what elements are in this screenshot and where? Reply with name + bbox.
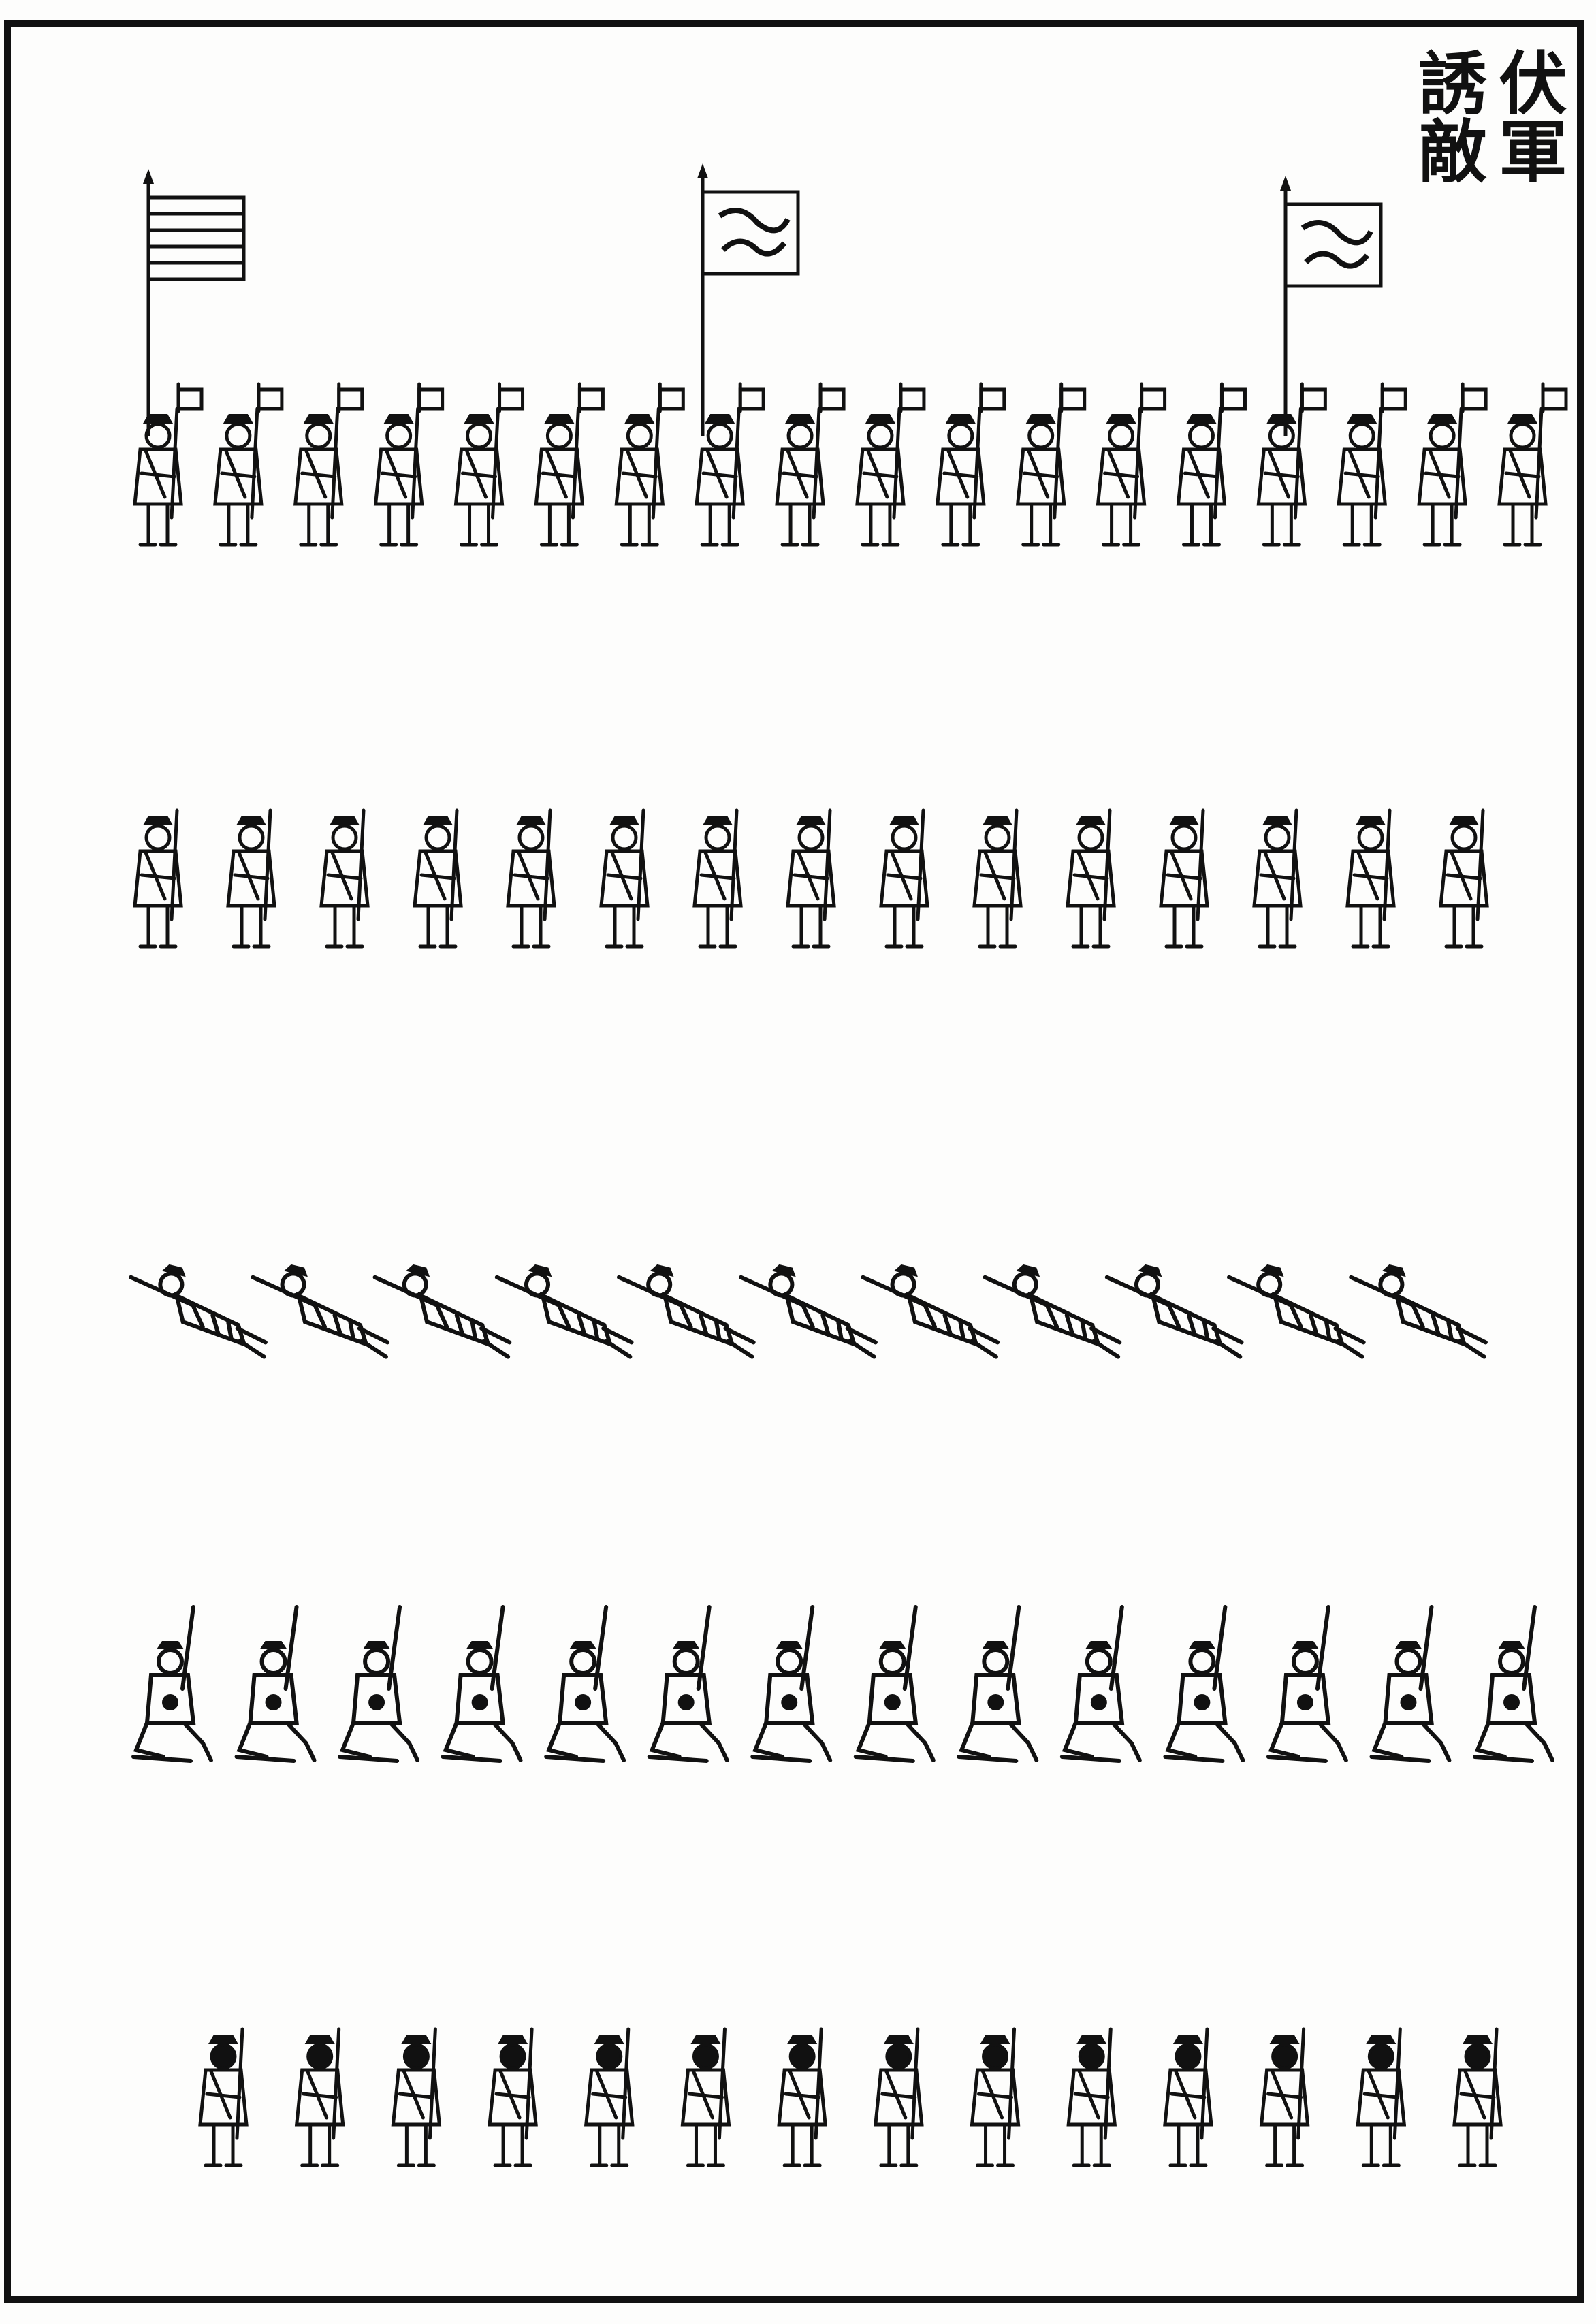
soldier-figure: [297, 2029, 343, 2165]
soldier-figure: [536, 384, 603, 545]
soldier-figure: [779, 2029, 825, 2165]
soldier-figure: [1347, 810, 1394, 946]
soldier-figure: [1262, 2029, 1308, 2165]
soldier-figure: [1178, 384, 1245, 545]
soldier-figure: [1499, 384, 1566, 545]
row-prone: [120, 1256, 1500, 1357]
soldier-figure: [135, 384, 202, 545]
soldier-figure: [959, 1607, 1036, 1761]
soldier-figure: [1165, 1607, 1243, 1761]
soldier-figure: [972, 2029, 1019, 2165]
soldier-figure: [1068, 2029, 1115, 2165]
banner-flag: [143, 169, 244, 436]
soldier-figure: [215, 384, 282, 545]
soldier-figure: [1339, 384, 1405, 545]
soldier-figure: [1441, 810, 1487, 946]
soldier-figure: [340, 1607, 417, 1761]
soldier-figure: [616, 384, 683, 545]
soldier-figure: [415, 810, 461, 946]
soldier-figure: [1419, 384, 1486, 545]
soldier-figure: [393, 2029, 439, 2165]
soldier-figure: [695, 810, 741, 946]
soldier-figure: [376, 384, 443, 545]
soldier-figure: [546, 1607, 624, 1761]
soldier-figure: [1475, 1607, 1552, 1761]
soldier-figure: [1371, 1607, 1449, 1761]
row-standing-with-guns: [135, 810, 1487, 946]
soldier-figure: [752, 1607, 830, 1761]
soldier-figure: [881, 810, 927, 946]
soldier-figure: [237, 1607, 315, 1761]
soldier-figure: [120, 1256, 280, 1357]
banner-flag: [697, 163, 798, 436]
soldier-figure: [443, 1607, 521, 1761]
soldier-figure: [296, 384, 362, 545]
soldier-figure: [857, 384, 924, 545]
soldier-figure: [586, 2029, 633, 2165]
soldier-figure: [135, 810, 181, 946]
soldier-figure: [1358, 2029, 1404, 2165]
row-standing-with-flags: [135, 163, 1566, 545]
soldier-figure: [697, 384, 763, 545]
soldier-figure: [1268, 1607, 1346, 1761]
soldier-figure: [228, 810, 274, 946]
soldier-figure: [321, 810, 368, 946]
row-standing-back-view: [200, 2029, 1501, 2165]
soldier-figure: [856, 1607, 933, 1761]
soldier-figure: [788, 810, 834, 946]
soldier-figure: [1161, 810, 1207, 946]
soldier-figure: [490, 2029, 536, 2165]
banner-flag: [1280, 176, 1381, 436]
soldier-figure: [601, 810, 648, 946]
soldier-figure: [1454, 2029, 1501, 2165]
soldier-figure: [133, 1607, 211, 1761]
soldier-figure: [1258, 384, 1325, 545]
soldier-figure: [1068, 810, 1114, 946]
row-kneeling: [133, 1607, 1552, 1761]
soldier-figure: [938, 384, 1004, 545]
soldier-figure: [1018, 384, 1085, 545]
soldier-figure: [200, 2029, 246, 2165]
soldier-figure: [650, 1607, 727, 1761]
soldier-figure: [508, 810, 554, 946]
soldier-figure: [1254, 810, 1300, 946]
soldier-figure: [876, 2029, 922, 2165]
soldier-figure: [682, 2029, 729, 2165]
soldier-figure: [777, 384, 844, 545]
soldier-figure: [1062, 1607, 1140, 1761]
soldier-figure: [974, 810, 1021, 946]
soldier-figure: [456, 384, 523, 545]
soldier-figure: [1165, 2029, 1211, 2165]
soldier-figure: [1098, 384, 1165, 545]
